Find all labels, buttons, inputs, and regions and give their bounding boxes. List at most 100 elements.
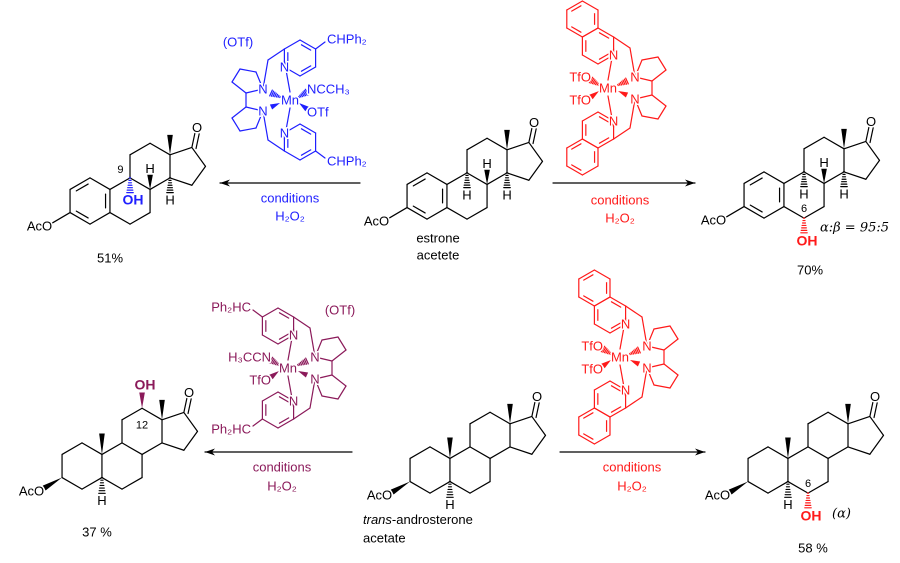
- axial-ligand-b-label: TfO: [249, 373, 271, 388]
- bond: [337, 336, 347, 351]
- bond: [583, 433, 594, 440]
- bond: [583, 412, 594, 419]
- bond: [314, 339, 323, 358]
- bond: [869, 401, 874, 418]
- acetoxy-label: AcO: [705, 488, 730, 503]
- yield-label: 37 %: [82, 525, 112, 540]
- ketone-oxygen: O: [192, 120, 202, 135]
- bond: [747, 480, 769, 494]
- bond: [231, 106, 247, 119]
- hashed-bond: [270, 90, 275, 97]
- ketone-oxygen: O: [184, 385, 194, 400]
- wedge-bond: [299, 103, 309, 112]
- bond: [191, 165, 207, 186]
- hydroxyl-label: OH: [797, 233, 818, 249]
- bond: [267, 48, 285, 61]
- bond: [61, 476, 83, 490]
- bond: [169, 177, 193, 186]
- bond: [578, 269, 596, 280]
- bond: [619, 317, 627, 350]
- bond: [583, 274, 594, 281]
- bond: [873, 402, 878, 419]
- position-label: 6: [801, 203, 807, 215]
- hashed-bond: [304, 88, 310, 96]
- bond: [847, 415, 871, 425]
- bond: [141, 442, 163, 456]
- hashed-bond: [277, 94, 280, 98]
- pyridine-nitrogen-label: N: [621, 383, 630, 398]
- hashed-bond: [272, 91, 276, 98]
- bond: [195, 133, 200, 150]
- bond: [321, 395, 339, 400]
- hydrogen-label: H: [97, 493, 106, 508]
- bond: [593, 380, 611, 391]
- conditions-label: conditions: [261, 191, 320, 206]
- bond: [466, 206, 488, 220]
- wedge-bond: [159, 399, 165, 420]
- bond: [287, 328, 295, 361]
- bond: [187, 398, 192, 415]
- bond: [255, 71, 264, 90]
- bond: [646, 345, 665, 351]
- bond: [388, 206, 408, 219]
- bond: [309, 327, 316, 358]
- bond: [262, 110, 269, 141]
- hashed-bond: [631, 350, 635, 355]
- bond: [629, 98, 636, 129]
- bond: [581, 54, 599, 65]
- bond: [646, 363, 665, 369]
- bond: [81, 476, 103, 490]
- bond: [669, 374, 679, 389]
- bond: [634, 98, 643, 117]
- bond: [239, 127, 257, 132]
- hydrogen-label: H: [502, 187, 511, 202]
- bond: [231, 68, 241, 83]
- wedge-bond: [147, 174, 153, 190]
- bond: [300, 65, 312, 72]
- bond: [149, 177, 171, 191]
- acetoxy-label: AcO: [367, 488, 392, 503]
- axial-ligand-b-label: TfO: [581, 362, 603, 377]
- bond: [506, 141, 530, 151]
- bond: [161, 442, 185, 451]
- wedge-bond: [42, 477, 63, 491]
- hashed-bond: [299, 361, 303, 366]
- hydroxyl-label: OH: [123, 191, 144, 207]
- bond: [578, 407, 596, 418]
- bond: [300, 44, 312, 51]
- bond: [429, 480, 451, 494]
- bond: [612, 36, 631, 49]
- axial-ligand-b-label: OTf: [307, 105, 329, 120]
- wedge-bond: [507, 403, 513, 424]
- bond: [657, 105, 667, 120]
- bond: [593, 296, 611, 307]
- bond: [747, 446, 769, 460]
- bond: [641, 115, 659, 120]
- bond: [597, 27, 615, 38]
- substrate-name-line2: acetate: [363, 531, 406, 546]
- bond: [598, 137, 610, 144]
- hashed-bond: [274, 361, 278, 366]
- bond: [231, 117, 241, 132]
- reagent-label: H₂O₂: [267, 479, 297, 494]
- bond: [823, 136, 845, 150]
- bond: [823, 171, 845, 185]
- wedge-bond: [785, 437, 791, 459]
- substrate-prefix: trans: [363, 512, 392, 527]
- bond: [581, 0, 599, 11]
- bond: [566, 165, 584, 176]
- ketone-oxygen: O: [532, 389, 542, 404]
- substrate-name: trans-androsterone: [363, 512, 473, 527]
- hashed-bond: [637, 346, 641, 354]
- ketone-oxygen: O: [870, 389, 880, 404]
- bond: [609, 323, 627, 334]
- bond: [869, 415, 885, 436]
- labels-layer: OAcOHHHestroneaceteteOAcOHtrans-androste…: [17, 30, 890, 557]
- pyridine-nitrogen-label: N: [289, 394, 298, 409]
- wedge-bond: [841, 128, 847, 149]
- hashed-bond: [600, 345, 606, 353]
- bond: [469, 446, 491, 460]
- ketone-oxygen: O: [866, 114, 876, 129]
- wedge-bond: [447, 437, 453, 459]
- bond: [749, 177, 763, 186]
